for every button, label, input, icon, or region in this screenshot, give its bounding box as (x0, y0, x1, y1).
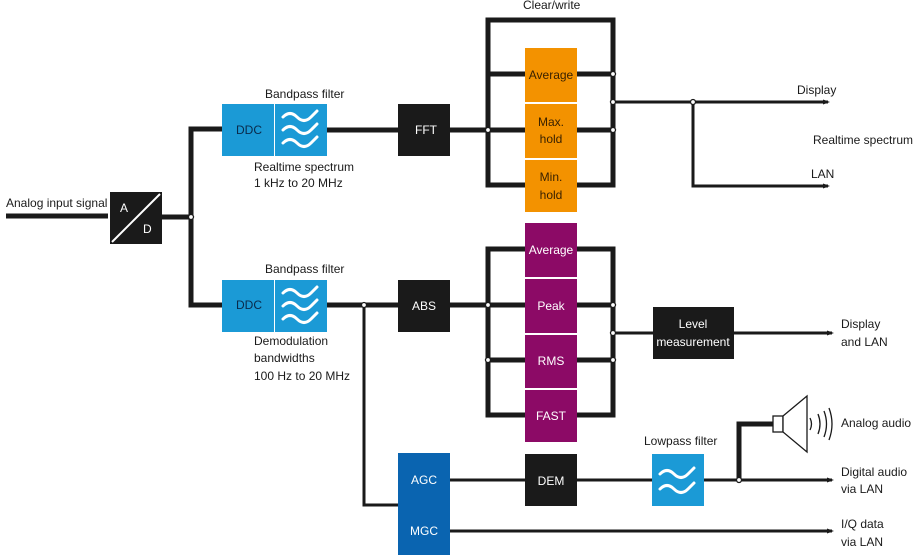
node (484, 356, 492, 364)
split-wire (188, 126, 222, 308)
out-caption-label: Realtime spectrum (813, 133, 913, 147)
detector-average-purple (525, 223, 577, 277)
adc-a-label: A (120, 201, 128, 215)
adc-diagonal (111, 193, 161, 243)
speaker-icon (772, 394, 833, 454)
abs-label: ABS (412, 299, 436, 313)
out-lan-label: LAN (811, 167, 834, 181)
iq-line2: via LAN (841, 535, 883, 549)
node (609, 126, 617, 134)
node (689, 98, 697, 106)
lowpass-label: Lowpass filter (644, 434, 717, 448)
bottom-ddc-block (222, 280, 274, 332)
fft-block (398, 104, 450, 156)
detector-peak-label: Peak (537, 299, 565, 313)
detector-rms-label: RMS (538, 354, 565, 368)
analog-audio-wire (736, 421, 773, 480)
level-line2: measurement (656, 335, 730, 349)
node (360, 301, 368, 309)
lowpass-filter-icon (652, 454, 704, 506)
bottom-ddc-filter-block: DDC (222, 280, 327, 332)
demod-branch-wire (362, 305, 398, 507)
level-measurement-block (653, 307, 734, 359)
adc-d-label: D (143, 222, 152, 236)
top-ddc-block (222, 104, 274, 156)
node (609, 98, 617, 106)
detector-maxhold (525, 104, 577, 158)
detector-peak (525, 279, 577, 333)
node (484, 301, 492, 309)
level-line1: Level (679, 317, 708, 331)
adc-block: A D (110, 192, 162, 244)
iq-line1: I/Q data (841, 517, 884, 531)
detector-fast-label: FAST (536, 409, 567, 423)
bottom-note-line1: Demodulation (254, 334, 328, 348)
top-ddc-label: DDC (236, 123, 262, 137)
detector-average-label: Average (529, 68, 574, 82)
top-ddc-filter-block: DDC (222, 104, 327, 156)
fft-label: FFT (415, 123, 438, 137)
abs-block (398, 280, 450, 332)
level-out-line1: Display (841, 317, 880, 331)
node (609, 70, 617, 78)
top-note-line2: 1 kHz to 20 MHz (254, 176, 343, 190)
detector-average-orange (525, 48, 577, 102)
top-filter-label: Bandpass filter (265, 87, 344, 101)
out-display-label: Display (797, 83, 836, 97)
dem-block (525, 454, 577, 506)
bottom-filter-label: Bandpass filter (265, 262, 344, 276)
detector-minhold-line2: hold (540, 188, 563, 202)
node (609, 329, 617, 337)
dem-label: DEM (538, 474, 565, 488)
input-label: Analog input signal (6, 196, 107, 210)
detector-maxhold-line1: Max. (538, 115, 564, 129)
analog-audio-label: Analog audio (841, 416, 911, 430)
node (484, 126, 492, 134)
detector-minhold (525, 160, 577, 212)
agc-mgc-block (398, 453, 450, 555)
lan-output-arrow (691, 102, 830, 189)
node (609, 356, 617, 364)
node (735, 476, 743, 484)
bottom-note-line2: bandwidths (254, 351, 315, 365)
bottom-note-line3: 100 Hz to 20 MHz (254, 369, 350, 383)
bottom-ddc-label: DDC (236, 298, 262, 312)
split-node (187, 213, 195, 221)
detector-fast (525, 390, 577, 442)
top-note-line1: Realtime spectrum (254, 160, 354, 174)
node (609, 301, 617, 309)
digital-audio-line2: via LAN (841, 482, 883, 496)
mgc-label: MGC (410, 524, 438, 538)
digital-audio-line1: Digital audio (841, 465, 907, 479)
detector-rms (525, 335, 577, 388)
level-out-line2: and LAN (841, 335, 888, 349)
detector-minhold-line1: Min. (540, 170, 563, 184)
clear-write-label: Clear/write (523, 0, 581, 12)
agc-label: AGC (411, 473, 437, 487)
detector-average-p-label: Average (529, 243, 574, 257)
detector-maxhold-line2: hold (540, 132, 563, 146)
